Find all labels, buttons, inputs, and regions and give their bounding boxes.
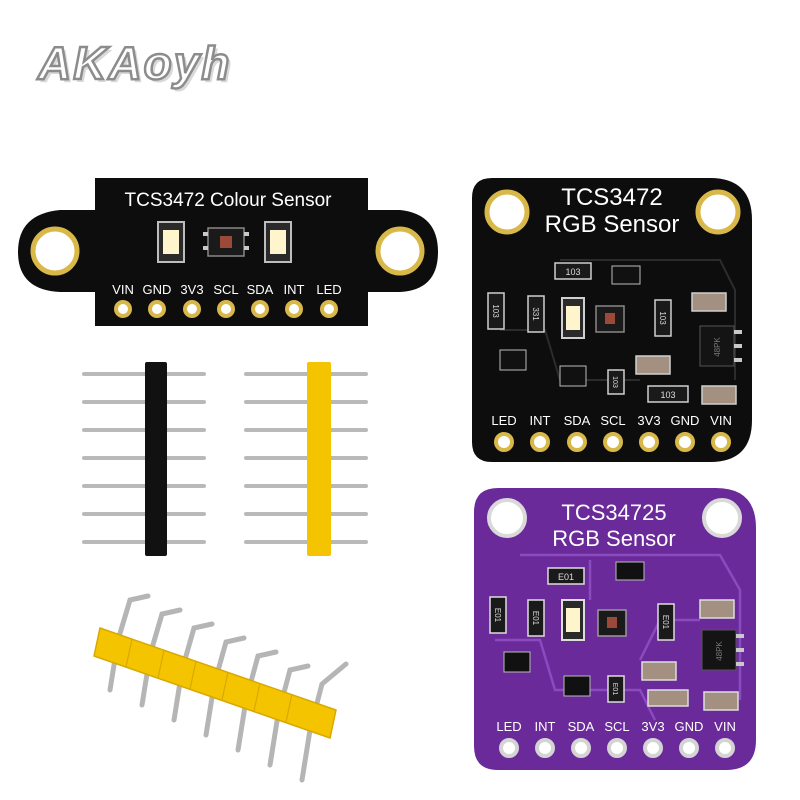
solder-pad	[148, 300, 166, 318]
resistor-code: 103	[658, 311, 667, 325]
black-pin-header	[82, 362, 206, 556]
transistor	[563, 675, 591, 697]
pin-label: INT	[284, 282, 305, 297]
mounting-hole	[487, 498, 527, 538]
pin-label: VIN	[714, 719, 736, 734]
regulator-ic	[701, 629, 737, 671]
pin-label: 3V3	[180, 282, 203, 297]
solder-pad	[715, 738, 735, 758]
capacitor	[635, 355, 671, 375]
pin-label: SCL	[600, 413, 625, 428]
purple-square-sensor-board: TCS34725 RGB Sensor E01 E01 E01 E01 E01	[474, 488, 756, 770]
ic-marking: 48PK	[713, 337, 722, 357]
pin-label: VIN	[710, 413, 732, 428]
mounting-hole	[375, 226, 425, 276]
pin-label: GND	[143, 282, 172, 297]
solder-pad	[530, 432, 550, 452]
solder-pad	[571, 738, 591, 758]
led-component	[157, 221, 185, 263]
resistor-code: 331	[531, 307, 540, 321]
pin-label: SDA	[568, 719, 595, 734]
mounting-hole	[484, 189, 530, 235]
transistor	[559, 365, 587, 387]
pin-label: SCL	[213, 282, 238, 297]
solder-pad	[607, 738, 627, 758]
pin-label: SCL	[604, 719, 629, 734]
pin-label: LED	[491, 413, 516, 428]
pin-label: LED	[316, 282, 341, 297]
solder-pad	[251, 300, 269, 318]
solder-pad	[217, 300, 235, 318]
pin-label: 3V3	[641, 719, 664, 734]
capacitor	[699, 599, 735, 619]
resistor-code: E01	[531, 611, 540, 626]
capacitor	[701, 385, 737, 405]
capacitor	[691, 292, 727, 312]
purple-board-title-line1: TCS34725	[561, 500, 666, 525]
resistor-code: 103	[660, 390, 675, 400]
capacitor	[703, 691, 739, 711]
transistor	[615, 561, 645, 581]
strip-board-title: TCS3472 Colour Sensor	[125, 190, 333, 211]
pin-label: SDA	[564, 413, 591, 428]
transistor	[499, 349, 527, 371]
pin-label: LED	[496, 719, 521, 734]
pin-label: SDA	[247, 282, 274, 297]
black-board-title-line2: RGB Sensor	[545, 211, 680, 238]
right-angle-pin-header	[93, 593, 349, 783]
resistor-code: E01	[661, 615, 670, 630]
mounting-hole	[702, 498, 742, 538]
resistor-code: 103	[611, 376, 618, 388]
solder-pad	[114, 300, 132, 318]
capacitor	[647, 689, 689, 707]
solder-pad	[285, 300, 303, 318]
resistor-code: 103	[491, 304, 500, 318]
solder-pad	[675, 432, 695, 452]
black-square-sensor-board: TCS3472 RGB Sensor 103 103 331 103 103 1…	[472, 178, 752, 462]
regulator-ic	[699, 325, 735, 367]
sensor-window	[220, 236, 232, 248]
mounting-hole	[695, 189, 741, 235]
sensor-chip	[597, 609, 627, 637]
mounting-hole	[30, 226, 80, 276]
solder-pad	[679, 738, 699, 758]
led-lens	[270, 230, 286, 254]
solder-pad	[711, 432, 731, 452]
pin-label: GND	[675, 719, 704, 734]
solder-pad	[603, 432, 623, 452]
resistor-code: 103	[565, 267, 580, 277]
solder-pad	[643, 738, 663, 758]
strip-sensor-board: TCS3472 Colour Sensor VIN GND 3V3 SCL SD…	[18, 178, 438, 326]
pin-label: INT	[535, 719, 556, 734]
purple-board-title-line2: RGB Sensor	[552, 526, 676, 551]
solder-pad	[567, 432, 587, 452]
pin-label: 3V3	[637, 413, 660, 428]
solder-pad	[183, 300, 201, 318]
black-board-title-line1: TCS3472	[561, 184, 662, 211]
pin-label: VIN	[112, 282, 134, 297]
transistor	[611, 265, 641, 285]
resistor-code: E01	[611, 683, 618, 696]
resistor-code: E01	[493, 608, 502, 623]
pin-label: GND	[671, 413, 700, 428]
transistor	[503, 651, 531, 673]
solder-pad	[535, 738, 555, 758]
solder-pad	[499, 738, 519, 758]
ic-marking: 48PK	[715, 641, 724, 661]
solder-pad	[639, 432, 659, 452]
pin-label: INT	[530, 413, 551, 428]
resistor-code: E01	[558, 572, 574, 582]
yellow-pin-header	[244, 362, 368, 556]
brand-logo: AKAoyh	[37, 36, 232, 91]
capacitor	[641, 661, 677, 681]
led-lens	[163, 230, 179, 254]
solder-pad	[320, 300, 338, 318]
solder-pad	[494, 432, 514, 452]
